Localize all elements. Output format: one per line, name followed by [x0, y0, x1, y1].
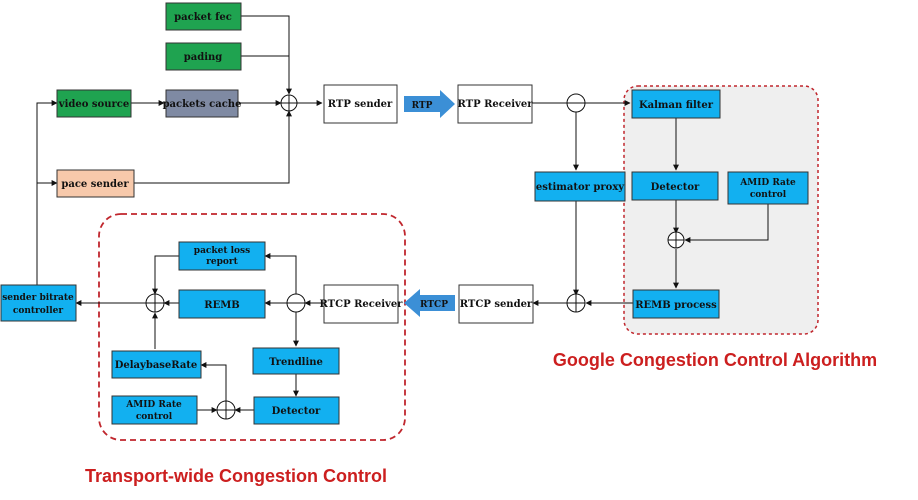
svg-text:control: control: [750, 190, 787, 200]
gcc-region: [623, 85, 819, 335]
svg-text:RTCP Receiver: RTCP Receiver: [320, 299, 404, 310]
sum-node-detector: [216, 400, 236, 420]
svg-text:packet fec: packet fec: [174, 12, 232, 23]
detector-gcc-box: Detector: [631, 171, 719, 201]
edge-sum4-delaybase: [200, 362, 227, 401]
svg-text:Detector: Detector: [651, 182, 700, 193]
svg-text:sender bitrate: sender bitrate: [2, 293, 74, 303]
rtp-arrow: RTP: [404, 90, 455, 118]
svg-text:report: report: [206, 257, 239, 267]
twcc-title: Transport-wide Congestion Control: [85, 466, 387, 486]
svg-text:RTP sender: RTP sender: [328, 99, 393, 110]
delaybase-rate-box: DelaybaseRate: [111, 350, 202, 379]
svg-text:Trendline: Trendline: [269, 357, 323, 368]
svg-text:estimator proxy: estimator proxy: [536, 182, 625, 193]
kalman-filter-box: Kalman filter: [631, 89, 721, 119]
trendline-box: Trendline: [252, 347, 340, 375]
amid-rate-control-tw-box: AMID Rate control: [111, 395, 198, 425]
svg-text:video source: video source: [58, 99, 129, 110]
sender-bitrate-controller-box: sender bitrate controller: [0, 284, 77, 322]
edge-fec-sum: [241, 15, 292, 95]
svg-text:control: control: [136, 412, 173, 422]
rtp-sender-box: RTP sender: [323, 84, 398, 124]
rtcp-receiver-box: RTCP Receiver: [320, 284, 404, 324]
edge-amid-sum: [684, 204, 769, 243]
svg-text:AMID Rate: AMID Rate: [125, 400, 182, 410]
svg-text:controller: controller: [13, 306, 63, 316]
svg-text:Detector: Detector: [272, 406, 321, 417]
edge-pace-sum: [134, 110, 292, 184]
pading-box: pading: [165, 42, 242, 71]
edge-minus-lossreport: [264, 253, 297, 294]
gcc-title: Google Congestion Control Algorithm: [553, 350, 877, 370]
svg-text:packets cache: packets cache: [163, 99, 242, 110]
svg-text:pading: pading: [184, 52, 223, 63]
svg-text:AMID Rate: AMID Rate: [739, 178, 796, 188]
sum-node-gcc: [667, 231, 685, 249]
twcc-region: [98, 213, 406, 441]
svg-text:packet loss: packet loss: [194, 246, 250, 256]
svg-text:pace sender: pace sender: [61, 179, 129, 190]
packets-cache-box: packets cache: [163, 89, 242, 118]
sum-node-remb: [145, 293, 165, 313]
packet-fec-box: packet fec: [165, 2, 242, 31]
svg-text:DelaybaseRate: DelaybaseRate: [115, 360, 198, 371]
edge-controller-up: [36, 100, 58, 285]
rtcp-sender-box: RTCP sender: [458, 284, 534, 324]
rtp-receiver-box: RTP Receiver: [457, 84, 534, 124]
detector-tw-box: Detector: [253, 396, 340, 425]
minus-node-rtp: [566, 93, 586, 113]
rtcp-arrow: RTCP: [404, 289, 455, 317]
packet-loss-report-box: packet loss report: [178, 241, 266, 271]
rtcp-arrow-label: RTCP: [420, 300, 448, 310]
sum-node-rtcp: [566, 293, 586, 313]
sum-node-top: [280, 94, 298, 112]
estimator-proxy-box: estimator proxy: [534, 171, 626, 202]
edge-lossreport-sum3: [152, 255, 179, 295]
video-source-box: video source: [56, 89, 132, 118]
remb-box: REMB: [178, 289, 266, 319]
svg-text:RTCP sender: RTCP sender: [460, 299, 533, 310]
pace-sender-box: pace sender: [56, 169, 135, 198]
svg-text:REMB: REMB: [204, 300, 239, 311]
minus-node-twcc: [286, 293, 306, 313]
amid-rate-control-gcc-box: AMID Rate control: [727, 171, 809, 205]
remb-process-box: REMB process: [632, 289, 720, 319]
svg-text:REMB process: REMB process: [635, 300, 717, 311]
svg-text:Kalman filter: Kalman filter: [639, 100, 714, 111]
rtp-arrow-label: RTP: [412, 101, 433, 111]
svg-text:RTP Receiver: RTP Receiver: [458, 99, 534, 110]
